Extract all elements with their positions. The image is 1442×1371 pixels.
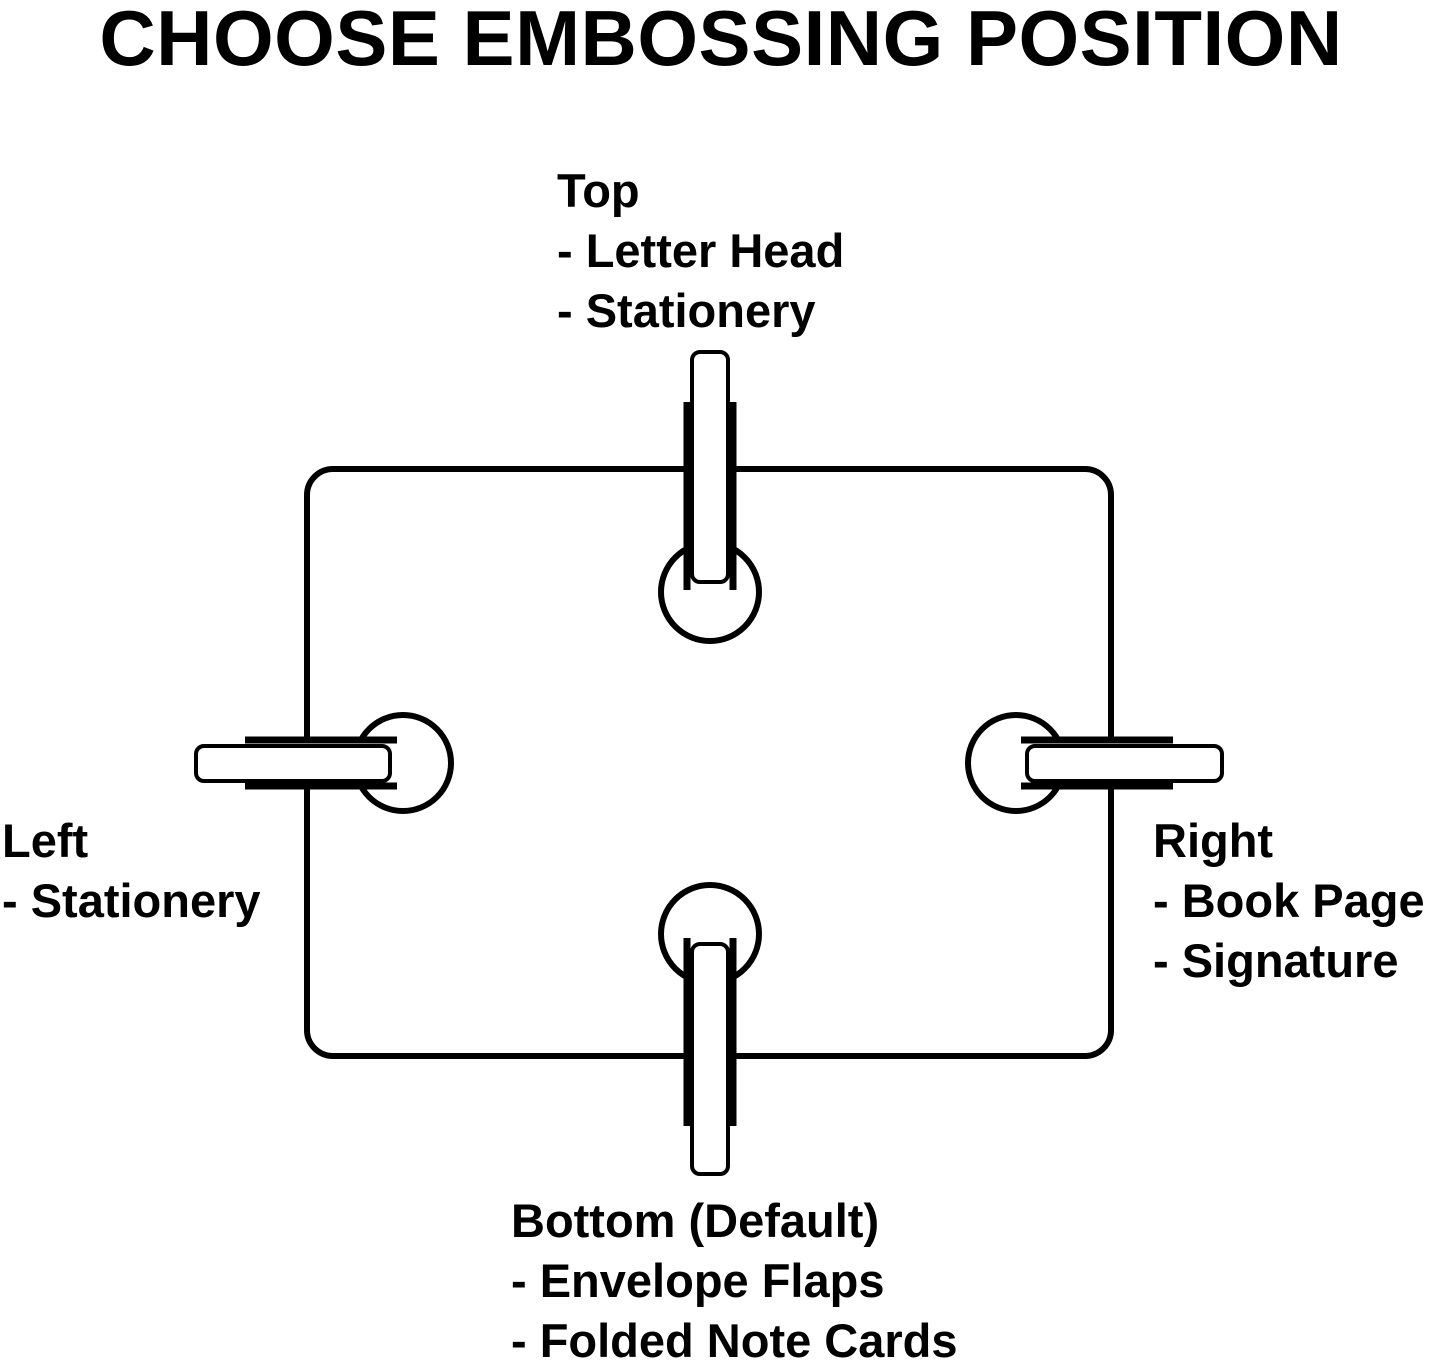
right-use-book-page: - Book Page bbox=[1153, 874, 1425, 927]
bottom-position-label: Bottom (Default) - Envelope Flaps - Fold… bbox=[511, 1191, 958, 1371]
left-use-stationery: - Stationery bbox=[2, 874, 261, 927]
bottom-use-envelope-flaps: - Envelope Flaps bbox=[511, 1254, 885, 1307]
top-use-letter-head: - Letter Head bbox=[557, 224, 845, 277]
right-embosser-icon[interactable] bbox=[965, 712, 1224, 814]
top-embosser-icon[interactable] bbox=[658, 350, 762, 644]
top-heading: Top bbox=[557, 164, 640, 217]
right-heading: Right bbox=[1153, 814, 1274, 867]
right-use-signature: - Signature bbox=[1153, 934, 1399, 987]
left-heading: Left bbox=[2, 814, 89, 867]
bottom-embosser-icon[interactable] bbox=[658, 882, 762, 1176]
left-position-label: Left - Stationery bbox=[2, 811, 261, 931]
left-embosser-icon[interactable] bbox=[194, 712, 454, 814]
top-use-stationery: - Stationery bbox=[557, 284, 816, 337]
bottom-heading: Bottom (Default) bbox=[511, 1194, 880, 1247]
right-position-label: Right - Book Page - Signature bbox=[1153, 811, 1425, 991]
bottom-use-folded-note-cards: - Folded Note Cards bbox=[511, 1314, 958, 1367]
top-position-label: Top - Letter Head - Stationery bbox=[557, 161, 844, 341]
page-title: CHOOSE EMBOSSING POSITION bbox=[99, 0, 1343, 82]
